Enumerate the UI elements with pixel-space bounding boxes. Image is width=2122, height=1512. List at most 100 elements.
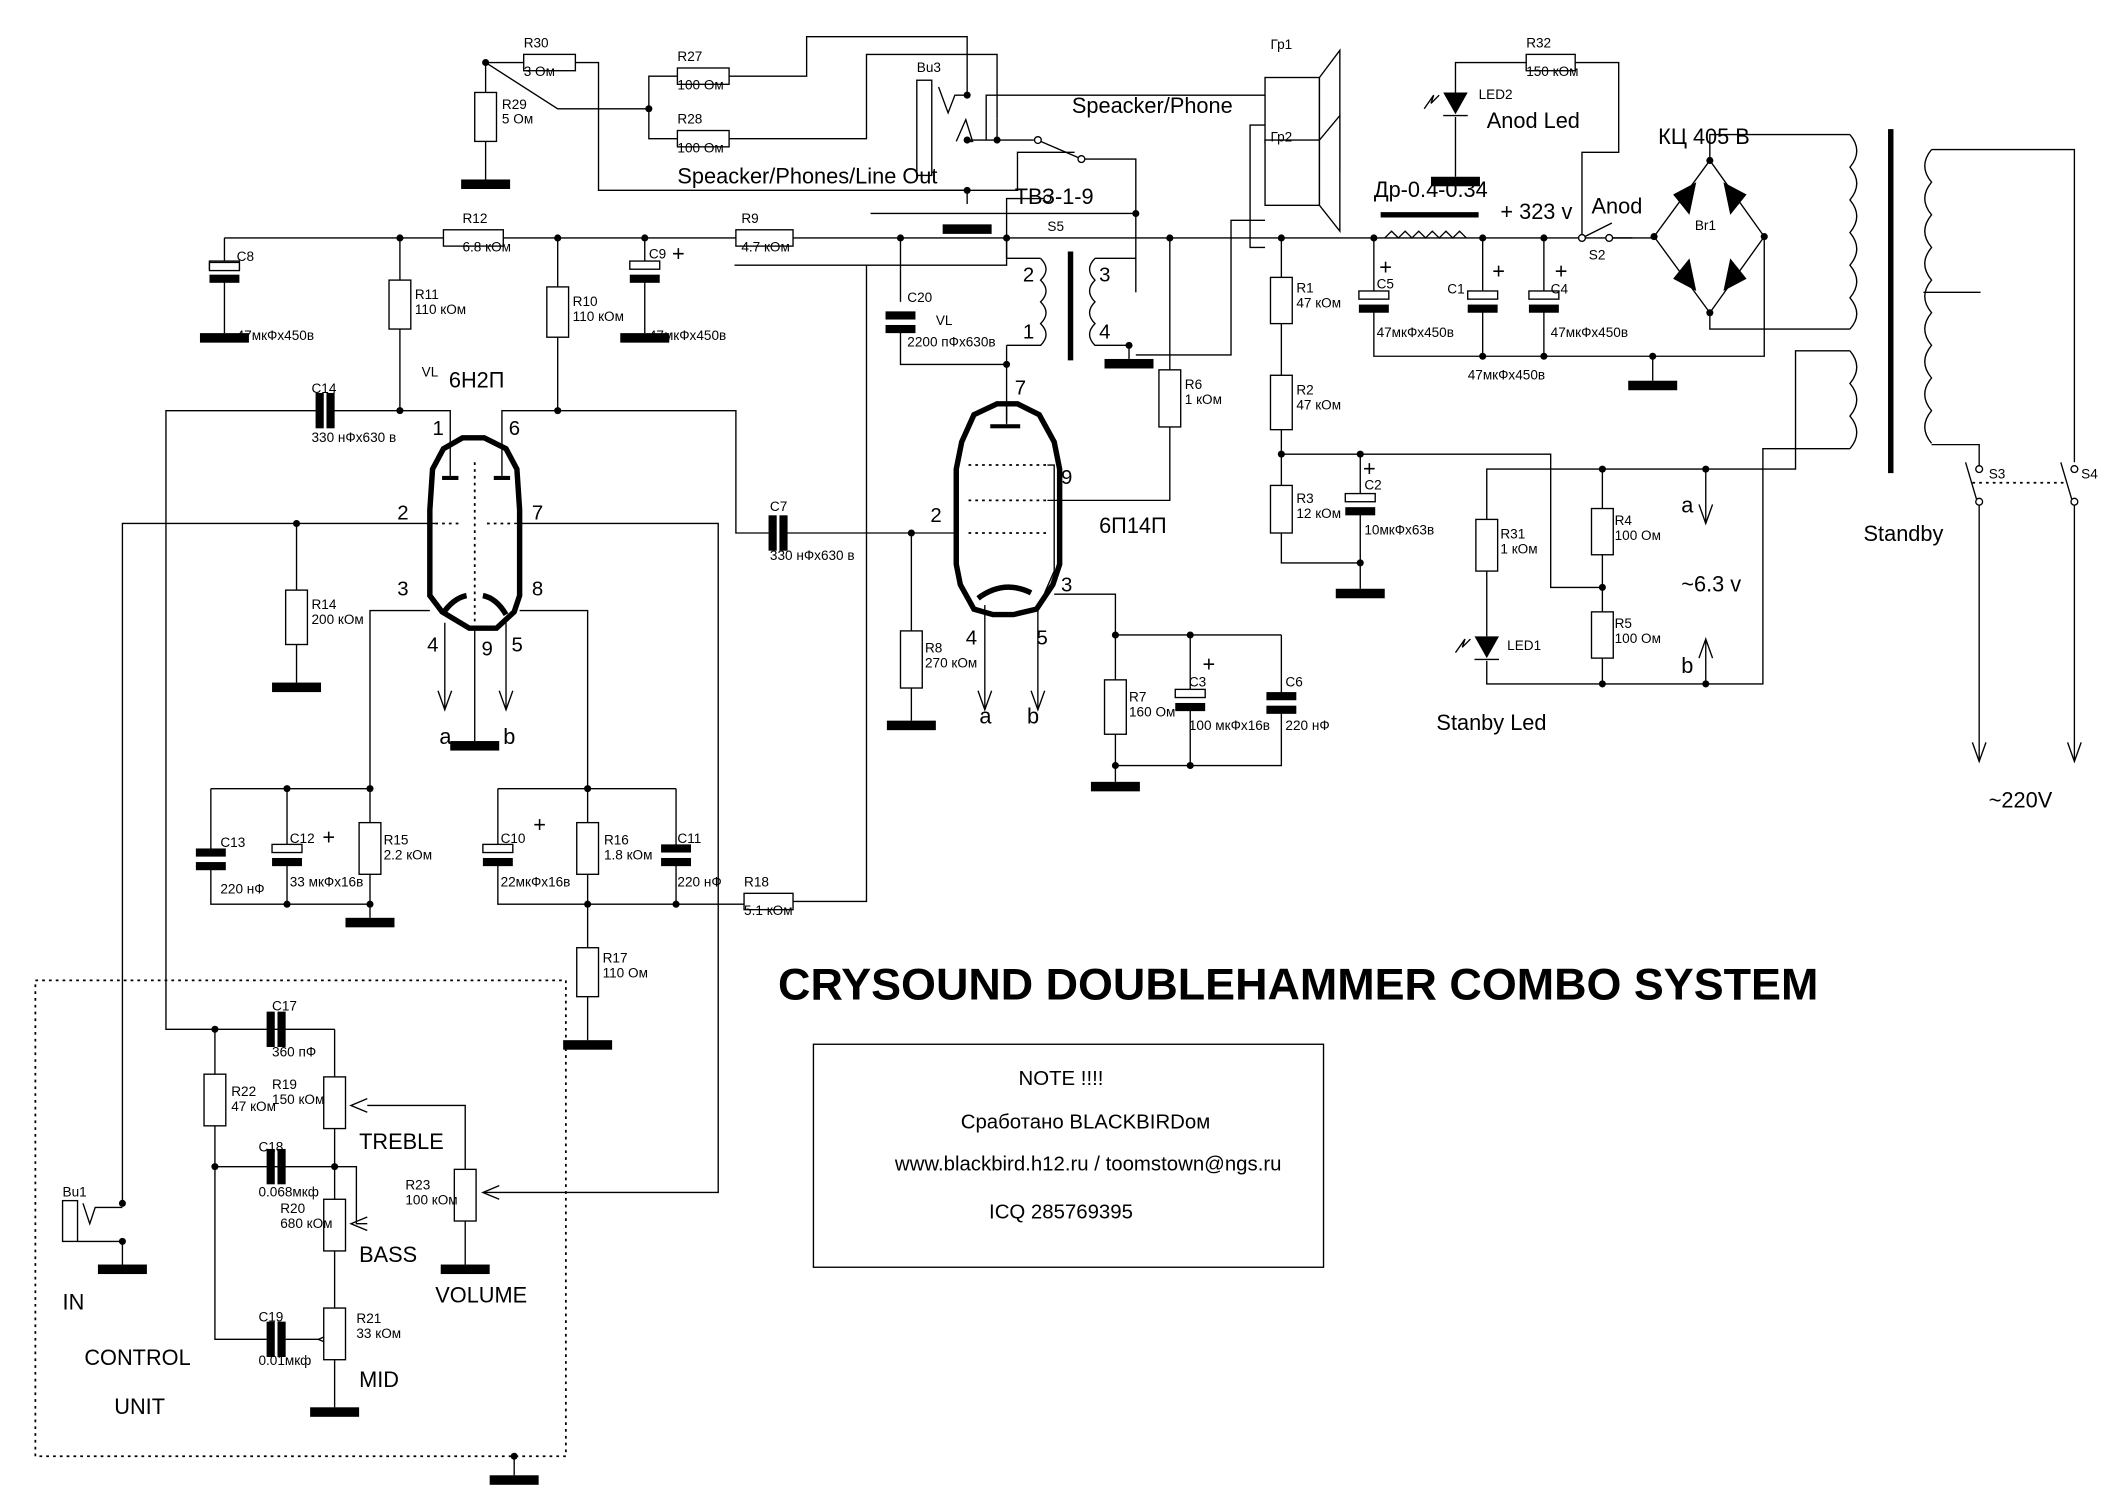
wire	[165, 409, 317, 1030]
note-line-icq: ICQ 285769395	[989, 1201, 1133, 1223]
polarity-plus: +	[1202, 652, 1215, 677]
capacitor-ref: C19	[258, 1310, 283, 1325]
tube-v2-pin-2: 2	[930, 505, 941, 527]
bass-label: BASS	[359, 1242, 417, 1267]
capacitor-c14-plate-a	[315, 392, 324, 429]
led2-label: LED2	[1479, 87, 1513, 102]
capacitor-c13-plate-a	[195, 848, 226, 857]
capacitor-value: 33 мкФх16в	[290, 875, 364, 890]
resistor-r5	[1590, 611, 1614, 659]
switch-s5-contact	[1033, 135, 1042, 145]
polarity-plus: +	[1555, 259, 1568, 284]
arrow-down	[2066, 742, 2082, 764]
jack-bu1	[61, 1199, 79, 1243]
resistor-value: 5 Ом	[502, 112, 533, 127]
anod-led-label: Anod Led	[1487, 108, 1580, 133]
led1-light-arrows	[1454, 638, 1471, 654]
resistor-ref: R10	[573, 294, 598, 309]
tube-v2-pin-9: 9	[1061, 467, 1072, 489]
tube-v2-envelope	[953, 401, 1063, 618]
heater-voltage-label: ~6.3 v	[1681, 571, 1741, 596]
resistor-ref: R12	[462, 211, 487, 226]
resistor-ref: R8	[925, 641, 942, 656]
capacitor-value: 0.068мкф	[258, 1185, 318, 1200]
resistor-ref: R14	[311, 597, 336, 612]
cap-c8-top	[208, 261, 241, 272]
tube-v1-pin-9: 9	[482, 638, 493, 660]
capacitor-c19-plate-a	[266, 1321, 275, 1357]
wire	[1454, 61, 1527, 93]
capacitor-value: 220 нФ	[220, 881, 264, 896]
resistor-ref: R9	[741, 211, 758, 226]
switch-s3-contact	[1975, 497, 1984, 506]
wire	[1602, 448, 1850, 685]
ground-symbol	[450, 741, 500, 751]
wire	[1047, 426, 1171, 502]
output-transformer-label: ТВЗ-1-9	[1015, 184, 1094, 209]
resistor-r32	[1525, 53, 1576, 72]
components	[61, 48, 2082, 1485]
junction-dot	[1540, 352, 1548, 360]
capacitor-c5-plate-neg	[1358, 304, 1389, 313]
junction-dot	[1356, 450, 1364, 458]
wire	[1054, 593, 1117, 635]
capacitor-value: 22мкФх16в	[501, 875, 571, 890]
capacitor-value: 0.01мкф	[258, 1353, 311, 1368]
capacitor-value: 47мкФх450в	[1551, 325, 1628, 340]
bridge-label: КЦ 405 В	[1658, 124, 1750, 149]
junction-dot	[1479, 352, 1487, 360]
ground-symbol	[1430, 176, 1480, 187]
led1-symbol	[1474, 636, 1500, 659]
wire	[899, 331, 1007, 366]
resistor-ref: R18	[744, 875, 769, 890]
resistor-ref: R11	[415, 287, 439, 302]
resistor-value: 6.8 кОм	[462, 240, 511, 255]
resistor-r6	[1158, 369, 1182, 428]
resistor-ref: R28	[677, 112, 702, 127]
resistor-ref: R21	[356, 1311, 381, 1326]
wire	[1709, 133, 1850, 161]
capacitor-c9-plate-neg	[629, 274, 660, 283]
note-box: NOTE !!!! Сработано BLACKBIRDом www.blac…	[812, 1043, 1325, 1268]
heater-a-label: a	[1681, 493, 1694, 518]
jack-bu1-label: Bu1	[63, 1185, 87, 1200]
resistor-r2	[1269, 374, 1293, 431]
wire	[214, 1166, 267, 1340]
capacitor-c3-plate-neg	[1175, 702, 1206, 712]
resistor-ref: R23	[405, 1178, 430, 1193]
capacitor-ref: C13	[220, 835, 245, 850]
bridge-diode-1	[1673, 182, 1697, 215]
led2-light-arrows	[1423, 94, 1440, 110]
resistor-r11	[388, 279, 412, 330]
jack-bu3	[916, 79, 933, 177]
capacitor-value: 47мкФх450в	[1377, 325, 1454, 340]
heater-a-label: a	[439, 724, 452, 749]
resistor-value: 3 Ом	[524, 64, 555, 79]
resistor-ref: R15	[384, 832, 409, 847]
led1-label: LED1	[1507, 638, 1541, 653]
ground-symbol	[620, 333, 670, 343]
capacitor-c4-plate-pos	[1528, 290, 1560, 300]
wire	[575, 61, 1075, 192]
jack-bu1-tip-contact	[82, 1203, 123, 1226]
resistor-value: 100 Ом	[677, 78, 723, 93]
wire	[1486, 660, 1603, 685]
switch-s3-label: S3	[1989, 467, 2006, 482]
capacitor-ref: C10	[501, 831, 526, 846]
bridge-br1	[1653, 159, 1766, 314]
resistor-r10	[546, 286, 570, 338]
tube-v2-g3-link	[1044, 464, 1055, 594]
resistor-value: 1 кОм	[1500, 541, 1537, 556]
capacitor-c2-plate-pos	[1344, 492, 1376, 503]
tube-v2-pin-5: 5	[1037, 628, 1048, 650]
capacitor-c18-plate-b	[277, 1148, 286, 1185]
junction-dot	[1132, 209, 1140, 218]
power-transformer-heater-winding	[1849, 350, 1858, 450]
ot-pin-1: 1	[1023, 322, 1034, 344]
capacitor-ref: C2	[1364, 477, 1381, 492]
capacitor-c3-plate-pos	[1174, 688, 1206, 699]
capacitor-c10-plate-neg	[482, 857, 513, 867]
resistor-r7	[1103, 679, 1127, 735]
b-plus-voltage: + 323 v	[1500, 199, 1572, 224]
